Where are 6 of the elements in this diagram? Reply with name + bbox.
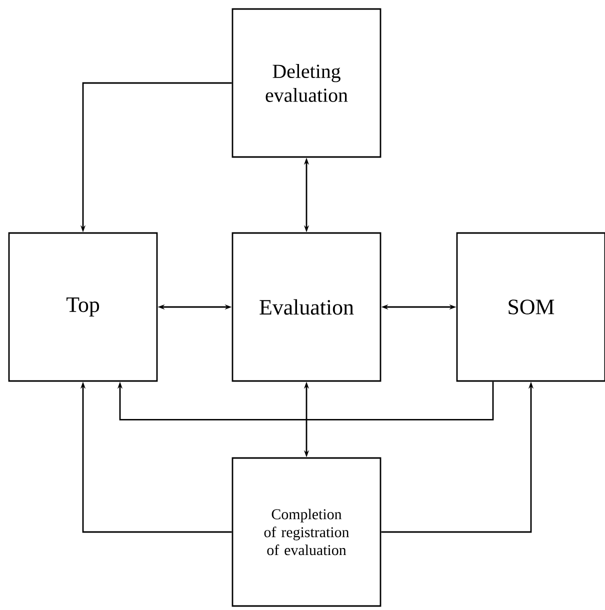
process-box: Completion of registration of evaluation [232,457,382,607]
process-box: Evaluation [232,232,382,382]
process-box: Deleting evaluation [232,8,382,158]
process-box: Top [8,232,158,382]
process-box: SOM [456,232,605,382]
arrow [117,382,494,420]
